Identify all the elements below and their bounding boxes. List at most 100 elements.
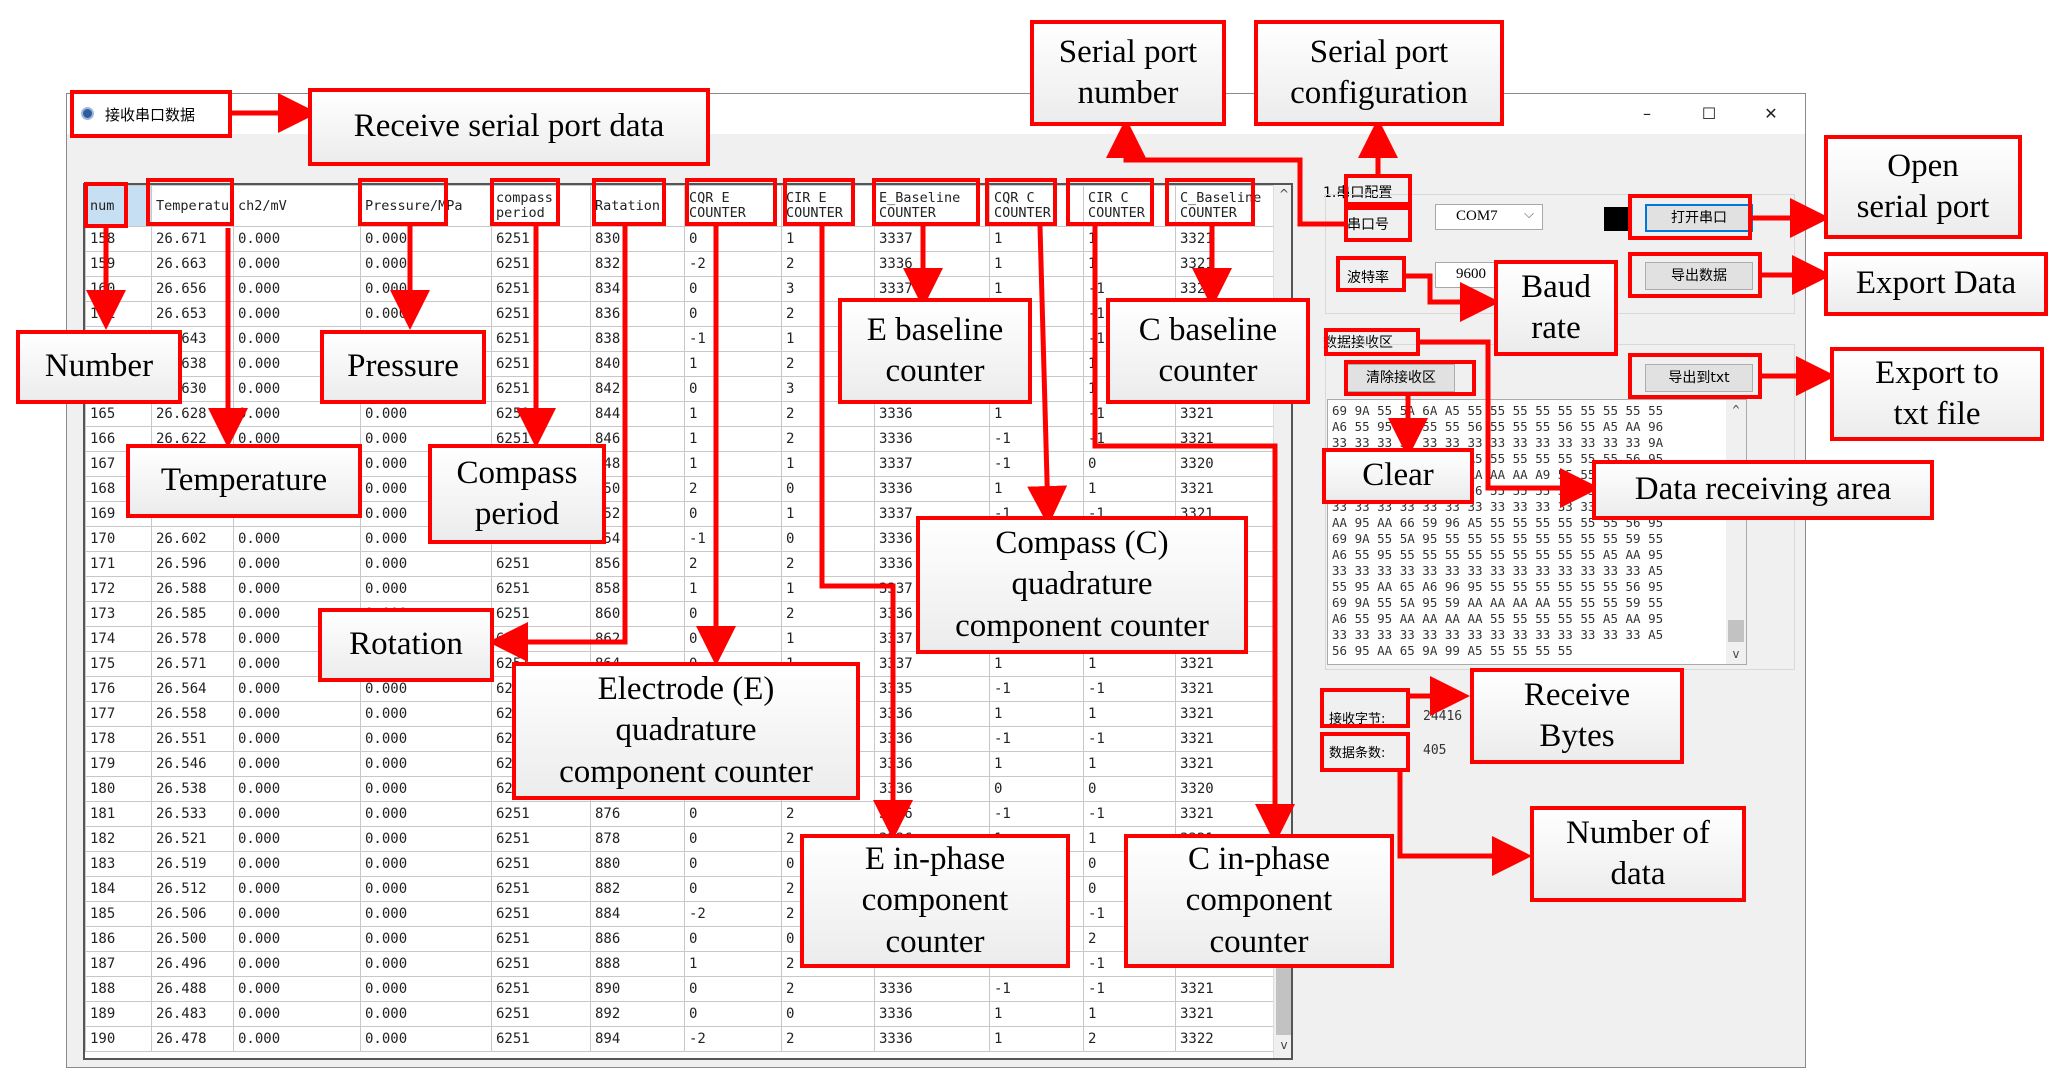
table-cell[interactable]: 26.571 (151, 651, 234, 677)
table-cell[interactable]: 0 (989, 776, 1084, 802)
table-cell[interactable]: 1 (989, 751, 1084, 777)
table-cell[interactable]: 190 (85, 1026, 152, 1052)
table-cell[interactable]: 0 (684, 501, 782, 527)
table-cell[interactable]: 0.000 (233, 926, 361, 952)
table-cell[interactable]: 3322 (1175, 1026, 1274, 1052)
scroll-up-icon[interactable]: ^ (1278, 187, 1290, 201)
table-cell[interactable]: 3321 (1175, 701, 1274, 727)
table-cell[interactable]: 2 (781, 976, 875, 1002)
table-cell[interactable]: 180 (85, 776, 152, 802)
table-cell[interactable]: 183 (85, 851, 152, 877)
table-cell[interactable]: 1 (989, 276, 1084, 302)
table-cell[interactable]: 0.000 (233, 776, 361, 802)
table-cell[interactable]: 834 (590, 276, 685, 302)
table-cell[interactable]: 3336 (874, 476, 990, 502)
column-header[interactable]: C_Baseline COUNTER (1175, 185, 1274, 227)
table-cell[interactable]: 159 (85, 251, 152, 277)
table-cell[interactable]: 3336 (874, 976, 990, 1002)
column-header[interactable]: ch2/mV (233, 185, 361, 227)
table-cell[interactable]: 3336 (874, 1026, 990, 1052)
table-cell[interactable]: 172 (85, 576, 152, 602)
table-cell[interactable]: 3320 (1175, 451, 1274, 477)
table-cell[interactable]: 832 (590, 251, 685, 277)
table-cell[interactable]: 26.512 (151, 876, 234, 902)
table-cell[interactable]: -1 (1083, 726, 1176, 752)
table-cell[interactable]: 26.521 (151, 826, 234, 852)
table-cell[interactable]: 0 (684, 826, 782, 852)
table-cell[interactable]: 0.000 (233, 851, 361, 877)
table-cell[interactable]: 0.000 (233, 551, 361, 577)
table-cell[interactable]: 0.000 (233, 751, 361, 777)
table-cell[interactable]: 26.496 (151, 951, 234, 977)
table-cell[interactable]: 182 (85, 826, 152, 852)
table-cell[interactable]: 0 (1083, 776, 1176, 802)
column-header[interactable]: CIR E COUNTER (781, 185, 875, 227)
table-cell[interactable]: 26.483 (151, 1001, 234, 1027)
table-cell[interactable]: 1 (1083, 651, 1176, 677)
table-cell[interactable]: 3337 (874, 226, 990, 252)
table-cell[interactable]: 26.578 (151, 626, 234, 652)
table-cell[interactable]: 894 (590, 1026, 685, 1052)
table-cell[interactable]: 0 (781, 526, 875, 552)
table-cell[interactable]: 3320 (1175, 776, 1274, 802)
table-cell[interactable]: -1 (989, 976, 1084, 1002)
table-cell[interactable]: 858 (590, 576, 685, 602)
table-cell[interactable]: 840 (590, 351, 685, 377)
table-cell[interactable]: -1 (989, 676, 1084, 702)
table-cell[interactable]: 6251 (491, 376, 591, 402)
table-cell[interactable]: 0 (684, 1001, 782, 1027)
table-cell[interactable]: 0 (781, 1001, 875, 1027)
table-cell[interactable]: 171 (85, 551, 152, 577)
table-cell[interactable]: 0.000 (360, 1001, 492, 1027)
table-cell[interactable]: 0.000 (233, 276, 361, 302)
table-cell[interactable]: -1 (684, 526, 782, 552)
table-cell[interactable]: 0.000 (233, 701, 361, 727)
table-cell[interactable]: 0.000 (360, 551, 492, 577)
table-cell[interactable]: 0 (684, 851, 782, 877)
export-txt-button[interactable]: 导出到txt (1645, 364, 1753, 392)
table-cell[interactable]: 876 (590, 801, 685, 827)
table-cell[interactable]: 6251 (491, 276, 591, 302)
table-cell[interactable]: 0.000 (360, 1026, 492, 1052)
table-cell[interactable]: 856 (590, 551, 685, 577)
table-cell[interactable]: 0.000 (360, 951, 492, 977)
table-cell[interactable]: 0 (684, 601, 782, 627)
table-cell[interactable]: 1 (989, 226, 1084, 252)
table-cell[interactable]: 6251 (491, 326, 591, 352)
table-cell[interactable]: 173 (85, 601, 152, 627)
scroll-thumb[interactable] (1276, 955, 1291, 1035)
table-cell[interactable]: 2 (781, 601, 875, 627)
table-cell[interactable]: -1 (684, 326, 782, 352)
table-cell[interactable]: 0.000 (360, 251, 492, 277)
table-cell[interactable]: 6251 (491, 351, 591, 377)
scroll-down-icon[interactable]: v (1280, 1038, 1288, 1052)
minimize-button[interactable]: – (1643, 104, 1651, 123)
table-cell[interactable]: 0 (684, 876, 782, 902)
table-cell[interactable]: 6251 (491, 1001, 591, 1027)
maximize-button[interactable]: ☐ (1701, 104, 1717, 123)
table-cell[interactable]: 0.000 (360, 701, 492, 727)
scroll-up-icon[interactable]: ^ (1732, 403, 1740, 417)
table-cell[interactable]: 0 (1083, 451, 1176, 477)
table-cell[interactable]: 3321 (1175, 1001, 1274, 1027)
table-cell[interactable]: 0.000 (233, 951, 361, 977)
column-header[interactable]: CQR E COUNTER (684, 185, 782, 227)
table-cell[interactable]: 0.000 (233, 726, 361, 752)
table-cell[interactable]: 0.000 (360, 801, 492, 827)
table-cell[interactable]: 0 (684, 801, 782, 827)
table-cell[interactable]: 888 (590, 951, 685, 977)
table-cell[interactable]: 1 (989, 1026, 1084, 1052)
table-cell[interactable]: 6251 (491, 901, 591, 927)
table-cell[interactable]: 26.506 (151, 901, 234, 927)
table-cell[interactable]: 6251 (491, 226, 591, 252)
table-cell[interactable]: 6251 (491, 1026, 591, 1052)
table-cell[interactable]: 3321 (1175, 726, 1274, 752)
table-cell[interactable]: 0.000 (233, 401, 361, 427)
column-header[interactable]: num (85, 185, 152, 227)
table-cell[interactable]: 6251 (491, 851, 591, 877)
table-cell[interactable]: 0.000 (233, 576, 361, 602)
table-cell[interactable]: 1 (781, 576, 875, 602)
